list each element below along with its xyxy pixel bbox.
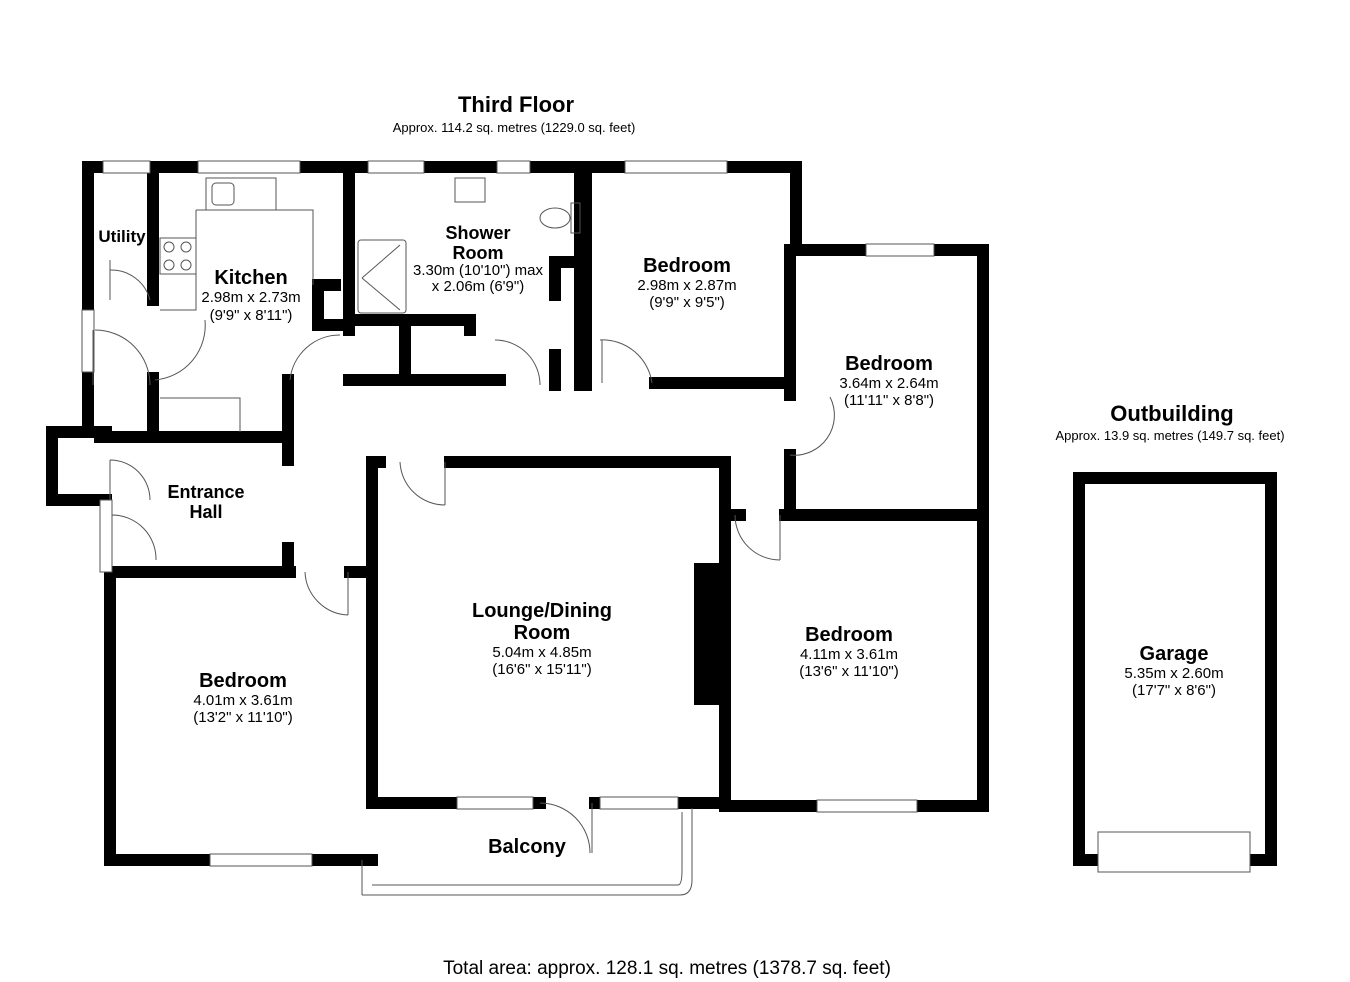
shower-metric: 3.30m (10'10") max [413, 262, 543, 279]
kitchen-metric: 2.98m x 2.73m [201, 289, 300, 306]
floor-title: Third Floor [458, 92, 575, 117]
shower-label-2: Room [453, 243, 504, 263]
utility-label: Utility [98, 227, 146, 246]
garage-door [1097, 831, 1251, 873]
bedroom-left-metric: 4.01m x 3.61m [193, 692, 292, 709]
garage-label: Garage [1140, 643, 1209, 665]
fixtures [159, 177, 693, 896]
shower-label-1: Shower [445, 223, 510, 243]
outbuilding-area: Approx. 13.9 sq. metres (149.7 sq. feet) [1055, 428, 1284, 443]
lounge-metric: 5.04m x 4.85m [492, 644, 591, 661]
bedroom-right-metric: 3.64m x 2.64m [839, 375, 938, 392]
garage-metric: 5.35m x 2.60m [1124, 665, 1223, 682]
floor-area: Approx. 114.2 sq. metres (1229.0 sq. fee… [393, 120, 636, 135]
fireplace [694, 563, 722, 705]
bedroom-left-imperial: (13'2" x 11'10") [193, 709, 293, 726]
outbuilding-title: Outbuilding [1110, 401, 1233, 426]
shower-imperial: x 2.06m (6'9") [432, 278, 524, 295]
bedroom-top-metric: 2.98m x 2.87m [637, 277, 736, 294]
lounge-imperial: (16'6" x 15'11") [492, 661, 592, 678]
bedroom-right-label: Bedroom [845, 353, 933, 375]
kitchen-label: Kitchen [214, 267, 287, 289]
bedroom-right-imperial: (11'11" x 8'8") [844, 392, 934, 409]
doors [92, 260, 835, 854]
lounge-label-2: Room [514, 622, 571, 644]
kitchen-imperial: (9'9" x 8'11") [210, 307, 293, 324]
bedroom-mid-label: Bedroom [805, 624, 893, 646]
windows [81, 160, 935, 867]
bedroom-mid-imperial: (13'6" x 11'10") [799, 663, 899, 680]
bedroom-top-label: Bedroom [643, 255, 731, 277]
total-area: Total area: approx. 128.1 sq. metres (13… [443, 958, 891, 979]
bedroom-mid-metric: 4.11m x 3.61m [800, 646, 898, 663]
bedroom-left-label: Bedroom [199, 670, 287, 692]
balcony-label: Balcony [488, 836, 567, 858]
bedroom-top-imperial: (9'9" x 9'5") [649, 294, 725, 311]
garage-imperial: (17'7" x 8'6") [1132, 682, 1216, 699]
lounge-label-1: Lounge/Dining [472, 600, 612, 622]
entrance-label-2: Hall [189, 502, 222, 522]
entrance-label-1: Entrance [167, 482, 244, 502]
